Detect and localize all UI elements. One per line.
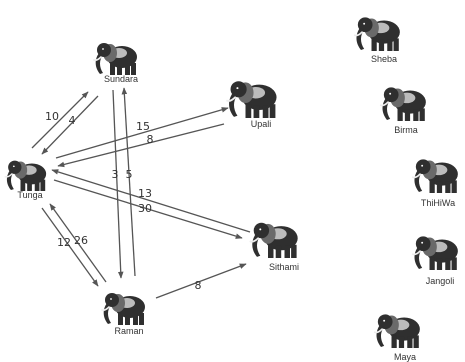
edge-label-sithami-to-tunga: 13 — [138, 187, 152, 200]
nodes-layer — [4, 16, 459, 349]
edge-label-tunga-to-sundara: 10 — [45, 110, 59, 123]
edge-label-raman-to-sundara: 5 — [126, 168, 133, 181]
node-label-sundara: Sundara — [104, 74, 138, 84]
edge-label-raman-to-sithami: 8 — [195, 279, 202, 292]
edge-label-sundara-to-raman: 3 — [112, 168, 119, 181]
edge-label-tunga-to-upali: 15 — [136, 120, 150, 133]
edge-tunga-to-sundara — [31, 91, 89, 149]
node-label-sithami: Sithami — [269, 262, 299, 272]
edge-tunga-to-upali — [55, 107, 229, 159]
elephant-icon-sundara — [93, 42, 138, 76]
edge-label-sundara-to-tunga: 4 — [69, 114, 76, 127]
edge-label-tunga-to-sithami: 30 — [138, 202, 152, 215]
elephant-icon-raman — [101, 292, 146, 326]
node-label-maya: Maya — [394, 352, 416, 362]
node-label-sheba: Sheba — [371, 54, 397, 64]
node-label-birma: Birma — [394, 125, 418, 135]
elephant-icon-birma — [379, 86, 427, 122]
edge-label-upali-to-tunga: 8 — [147, 133, 154, 146]
node-label-raman: Raman — [114, 326, 143, 336]
edge-label-tunga-to-raman: 26 — [74, 234, 88, 247]
edge-raman-to-sithami — [155, 263, 247, 299]
elephant-icon-maya — [373, 313, 421, 349]
edges-layer — [31, 87, 251, 299]
edge-raman-to-tunga — [49, 203, 107, 283]
edge-tunga-to-raman — [41, 207, 99, 287]
edge-sundara-to-raman — [112, 89, 124, 279]
elephant-icon-upali — [226, 80, 278, 119]
elephant-icon-tunga — [4, 159, 47, 192]
node-label-thihiwa: ThiHiWa — [421, 198, 455, 208]
elephant-icon-sithami — [249, 221, 299, 259]
edge-tunga-to-sithami — [53, 179, 243, 239]
elephant-icon-sheba — [353, 16, 401, 52]
edge-sithami-to-tunga — [51, 169, 251, 233]
node-label-tunga: Tunga — [17, 190, 42, 200]
node-label-upali: Upali — [251, 119, 272, 129]
elephant-icon-thihiwa — [411, 158, 459, 194]
elephant-icon-jangoli — [411, 235, 459, 271]
edge-upali-to-tunga — [57, 123, 225, 168]
edge-raman-to-sundara — [121, 87, 136, 277]
edge-sundara-to-tunga — [41, 95, 99, 155]
edge-label-raman-to-tunga: 12 — [57, 236, 71, 249]
node-label-jangoli: Jangoli — [426, 276, 455, 286]
